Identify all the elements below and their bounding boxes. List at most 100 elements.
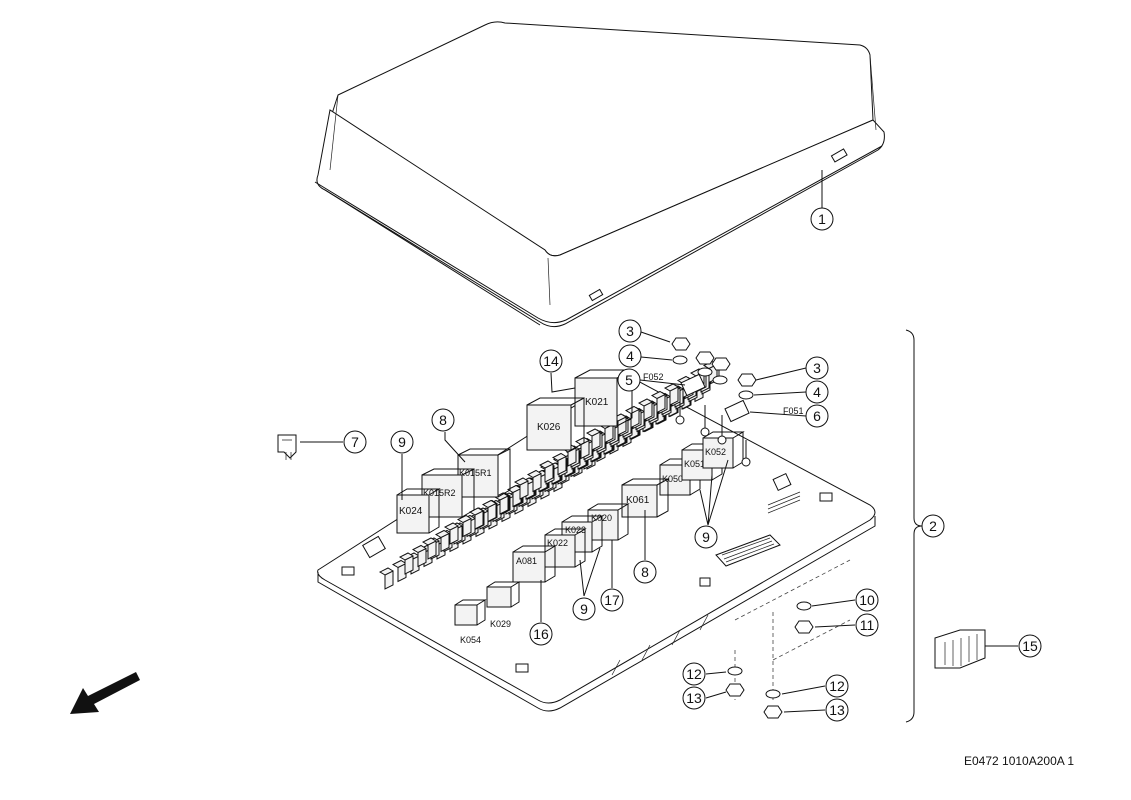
ref-K061: K061 bbox=[626, 495, 650, 506]
svg-text:3: 3 bbox=[813, 360, 821, 376]
relay-A081: A081 bbox=[512, 545, 557, 583]
callout-12b: 12 bbox=[825, 674, 849, 698]
svg-text:3: 3 bbox=[626, 323, 634, 339]
callout-15: 15 bbox=[1018, 634, 1042, 658]
svg-text:5: 5 bbox=[625, 372, 633, 388]
callout-17: 17 bbox=[600, 588, 624, 612]
callout-3a: 3 bbox=[618, 319, 642, 343]
fuse-socket bbox=[443, 522, 459, 545]
ref-K022: K022 bbox=[547, 538, 568, 548]
loose-fuse-7 bbox=[277, 434, 343, 460]
fuse-socket bbox=[421, 537, 437, 560]
svg-text:17: 17 bbox=[604, 592, 620, 608]
callout-5: 5 bbox=[617, 368, 641, 392]
callout-2: 2 bbox=[921, 514, 945, 538]
svg-text:4: 4 bbox=[813, 384, 821, 400]
svg-text:16: 16 bbox=[533, 626, 549, 642]
ref-F051: F051 bbox=[783, 406, 804, 416]
connector-15 bbox=[934, 629, 1018, 669]
callout-6: 6 bbox=[805, 404, 829, 428]
ref-K024: K024 bbox=[399, 506, 423, 517]
callouts: 1 2 3 4 5 3 4 6 7 8 9 14 9 8 17 9 16 10 … bbox=[343, 207, 1042, 722]
callout-4a: 4 bbox=[618, 344, 642, 368]
svg-text:8: 8 bbox=[439, 412, 447, 428]
svg-text:9: 9 bbox=[398, 434, 406, 450]
ref-K054: K054 bbox=[460, 635, 481, 645]
relay-K021: K021 bbox=[574, 369, 633, 427]
callout-4b: 4 bbox=[805, 380, 829, 404]
relay-K054: K054 bbox=[454, 599, 487, 645]
fuse-socket bbox=[551, 452, 567, 476]
ref-K026: K026 bbox=[537, 422, 561, 433]
fuse-socket bbox=[481, 499, 497, 523]
svg-text:10: 10 bbox=[859, 592, 875, 608]
svg-text:12: 12 bbox=[686, 666, 702, 682]
callout-8a: 8 bbox=[431, 408, 455, 432]
fuse-socket bbox=[513, 477, 529, 500]
fuse-socket bbox=[506, 484, 522, 508]
fuse-socket bbox=[391, 559, 407, 583]
fuse-socket bbox=[538, 460, 554, 483]
ref-K052: K052 bbox=[705, 447, 726, 457]
svg-text:14: 14 bbox=[543, 353, 559, 369]
svg-text:12: 12 bbox=[829, 678, 845, 694]
svg-text:6: 6 bbox=[813, 408, 821, 424]
fuse-socket bbox=[493, 492, 509, 515]
svg-text:13: 13 bbox=[829, 702, 845, 718]
fuse-socket bbox=[650, 390, 666, 414]
relay-K052: K052 bbox=[702, 431, 745, 469]
callout-3b: 3 bbox=[805, 356, 829, 380]
ref-F052: F052 bbox=[643, 372, 664, 382]
callout-9a: 9 bbox=[390, 430, 414, 454]
svg-text:11: 11 bbox=[860, 617, 875, 633]
direction-arrow-icon bbox=[70, 672, 140, 714]
svg-text:9: 9 bbox=[702, 529, 710, 545]
svg-text:13: 13 bbox=[686, 690, 702, 706]
fuse-socket bbox=[434, 529, 450, 553]
fuse-socket bbox=[526, 469, 542, 493]
fuse-array bbox=[378, 360, 720, 590]
callout-7: 7 bbox=[343, 430, 367, 454]
fuse-socket bbox=[585, 428, 601, 451]
callout-13a: 13 bbox=[682, 686, 706, 710]
svg-text:2: 2 bbox=[929, 518, 937, 534]
callout-1: 1 bbox=[810, 207, 834, 231]
cover bbox=[314, 21, 885, 328]
hardware bbox=[671, 337, 851, 719]
relay-K024: K024 bbox=[396, 488, 441, 534]
fuse-socket bbox=[378, 567, 394, 590]
leader-lines bbox=[401, 331, 856, 713]
relay-K022: K022 bbox=[544, 528, 587, 568]
relay-K026: K026 bbox=[526, 397, 585, 451]
callout-9b: 9 bbox=[694, 525, 718, 549]
callout-14: 14 bbox=[539, 349, 563, 373]
fuse-socket bbox=[663, 383, 679, 406]
fuse-socket bbox=[411, 544, 427, 568]
ref-K015R1: K015R1 bbox=[459, 468, 492, 478]
svg-text:9: 9 bbox=[580, 601, 588, 617]
ref-K029: K029 bbox=[490, 619, 511, 629]
svg-text:15: 15 bbox=[1022, 638, 1038, 654]
drawing-id: E0472 1010A200A 1 bbox=[964, 754, 1075, 768]
ref-K021: K021 bbox=[585, 397, 609, 408]
svg-text:1: 1 bbox=[818, 211, 826, 227]
ref-K023: K023 bbox=[565, 525, 586, 535]
ref-A081: A081 bbox=[516, 556, 537, 566]
callout-12a: 12 bbox=[682, 662, 706, 686]
fuse-socket bbox=[637, 398, 653, 421]
ref-K051: K051 bbox=[684, 459, 705, 469]
callout-9c: 9 bbox=[572, 597, 596, 621]
svg-text:8: 8 bbox=[641, 564, 649, 580]
callout-16: 16 bbox=[529, 622, 553, 646]
relay-K029: K029 bbox=[486, 581, 521, 629]
callout-10: 10 bbox=[855, 588, 879, 612]
fuse-socket bbox=[574, 436, 590, 460]
svg-text:4: 4 bbox=[626, 348, 634, 364]
ref-K050: K050 bbox=[662, 474, 683, 484]
callout-11: 11 bbox=[855, 613, 879, 637]
callout-8b: 8 bbox=[633, 560, 657, 584]
fuse-socket bbox=[398, 552, 414, 575]
svg-text:7: 7 bbox=[351, 434, 359, 450]
callout-13b: 13 bbox=[825, 698, 849, 722]
